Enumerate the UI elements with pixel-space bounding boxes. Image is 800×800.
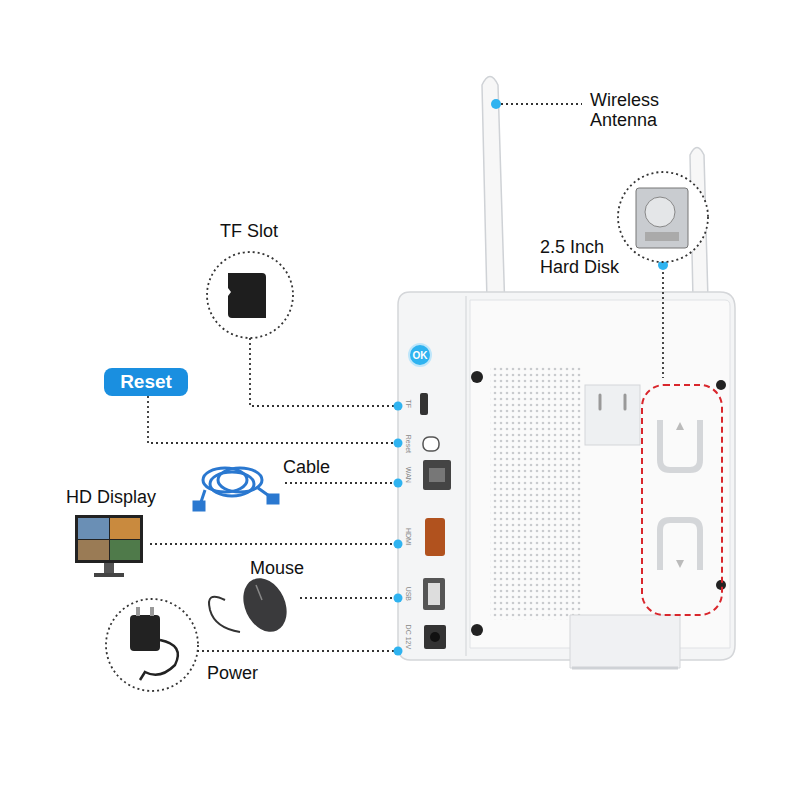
part-label: HD Display: [66, 488, 156, 508]
sd-card: [228, 273, 266, 318]
device-body: [398, 292, 735, 668]
part-label: 2.5 Inch Hard Disk: [540, 238, 640, 278]
port-label: HDMI: [404, 528, 412, 546]
reset-pill: Reset: [104, 368, 188, 396]
mouse: [209, 571, 295, 639]
port-label: USB: [404, 587, 412, 601]
ok-button: OK: [408, 343, 432, 367]
hard-disk: [636, 188, 688, 248]
leader-line: [148, 104, 663, 651]
monitor: [75, 515, 143, 577]
port-label: TF: [404, 400, 412, 409]
network-cable: [194, 468, 278, 510]
callout-circle: [106, 172, 708, 691]
leader-dot: [394, 99, 669, 656]
port-label: DC 12V: [404, 625, 412, 650]
power-adapter: [130, 607, 178, 680]
part-label: Cable: [283, 458, 330, 478]
port-label: Reset: [404, 435, 412, 453]
part-label: Power: [207, 664, 258, 684]
node-text: OK: [413, 350, 428, 361]
part-label: TF Slot: [220, 222, 278, 242]
part-label: Mouse: [250, 559, 304, 579]
node-text: Reset: [120, 371, 172, 393]
part-label: Wireless Antenna: [590, 91, 685, 131]
port-label: WAN: [404, 467, 412, 483]
